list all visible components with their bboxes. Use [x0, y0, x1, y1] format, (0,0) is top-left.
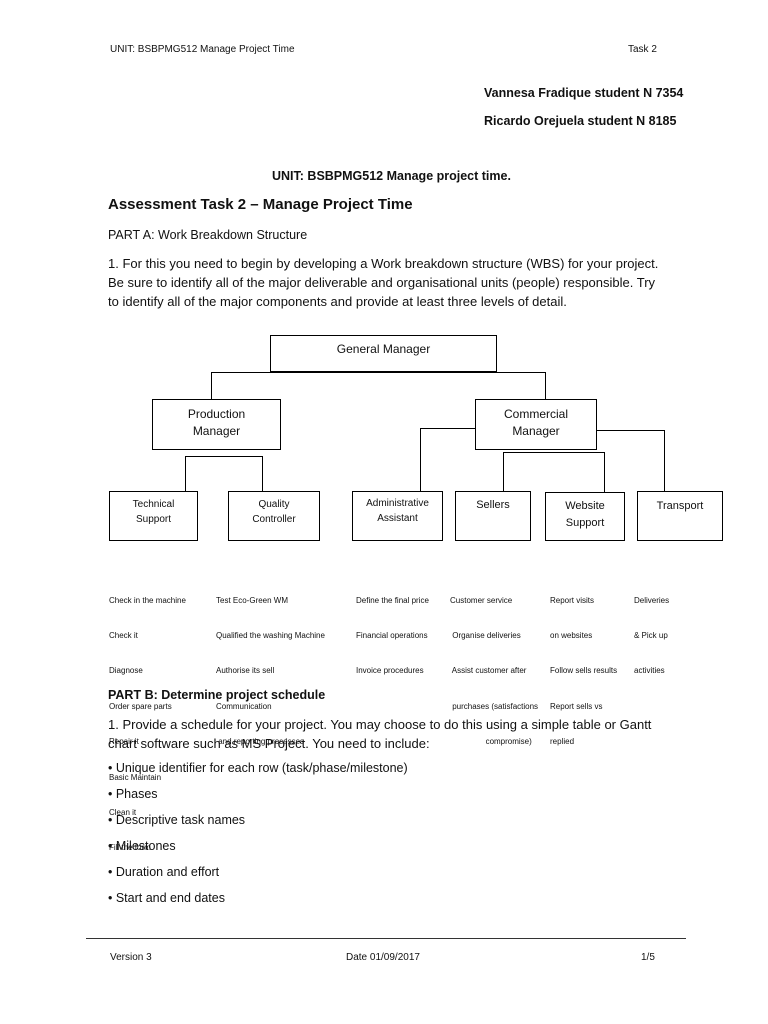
student-1: Vannesa Fradique student N 7354	[484, 86, 684, 100]
footer-page: 1/5	[641, 952, 655, 963]
tasks-technical: Check in the machine Check it Diagnose O…	[109, 595, 186, 853]
tasks-sellers: Customer service Organise deliveries Ass…	[450, 595, 539, 747]
bullet-unique-identifier: • Unique identifier for each row (task/p…	[108, 761, 408, 775]
wbs-production-manager: Production Manager	[152, 399, 281, 450]
bullet-duration: • Duration and effort	[108, 865, 220, 879]
wbs-sellers: Sellers	[455, 491, 531, 541]
bullet-milestones: • Milestones	[108, 839, 176, 853]
bullet-dates: • Start and end dates	[108, 891, 225, 905]
wbs-technical-support: Technical Support	[109, 491, 198, 541]
bullet-phases: • Phases	[108, 787, 158, 801]
footer-version: Version 3	[110, 952, 152, 963]
wbs-quality-controller: Quality Controller	[228, 491, 320, 541]
page-title: Assessment Task 2 – Manage Project Time	[108, 196, 413, 213]
bullet-task-names: • Descriptive task names	[108, 813, 246, 827]
header-task: Task 2	[628, 44, 657, 55]
wbs-transport: Transport	[637, 491, 723, 541]
header-unit: UNIT: BSBPMG512 Manage Project Time	[110, 44, 295, 55]
wbs-website-support: Website Support	[545, 492, 625, 541]
wbs-commercial-manager: Commercial Manager	[475, 399, 597, 450]
footer-date: Date 01/09/2017	[346, 952, 420, 963]
wbs-administrative-assistant: Administrative Assistant	[352, 491, 443, 541]
part-b-heading: PART B: Determine project schedule	[108, 688, 326, 702]
part-b-instructions: 1. Provide a schedule for your project. …	[108, 717, 652, 751]
tasks-administrative: Define the final price Financial operati…	[356, 595, 429, 676]
student-2: Ricardo Orejuela student N 8185	[484, 114, 677, 128]
tasks-transport: Deliveries & Pick up activities	[634, 595, 670, 676]
tasks-quality: Test Eco-Green WM Qualified the washing …	[216, 595, 325, 747]
part-a-heading: PART A: Work Breakdown Structure	[108, 228, 308, 242]
wbs-general-manager: General Manager	[270, 335, 497, 372]
part-a-instructions: 1. For this you need to begin by develop…	[108, 256, 659, 309]
tasks-website: Report visits on websites Follow sells r…	[550, 595, 618, 747]
footer-rule	[86, 938, 686, 939]
unit-title: UNIT: BSBPMG512 Manage project time.	[272, 169, 511, 183]
